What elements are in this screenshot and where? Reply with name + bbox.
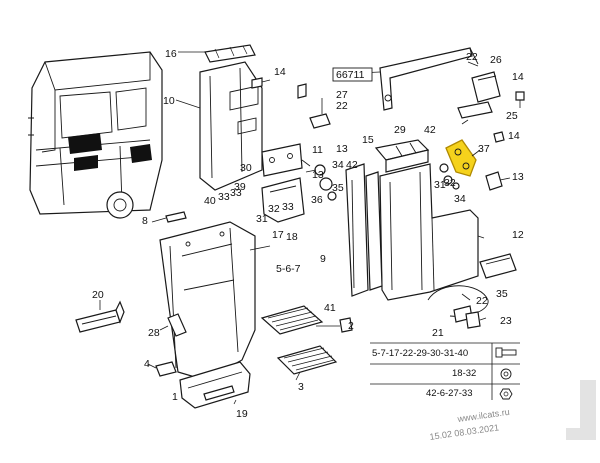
callout-13: 13 <box>312 169 324 181</box>
truck-cab-illustration <box>28 51 163 219</box>
bolt-13-right <box>485 171 511 191</box>
highlighted-bracket-37 <box>445 139 477 177</box>
clip-27-22 <box>309 98 331 129</box>
callout-26: 26 <box>490 54 502 66</box>
callout-37: 37 <box>478 143 490 155</box>
legend-row-1: 5-7-17-22-29-30-31-40 <box>372 348 468 359</box>
pad-35 <box>479 253 517 279</box>
callout-20: 20 <box>92 289 104 301</box>
callout-33: 33 <box>218 191 230 203</box>
hardware-31-32-33-34 <box>439 163 460 190</box>
callout-28: 28 <box>148 327 160 339</box>
washer-icon <box>500 368 512 380</box>
bracket-66711 <box>379 47 479 111</box>
watermark-source: www.ilcats.ru <box>456 407 510 424</box>
callout-5-6-7: 5-6-7 <box>276 263 301 275</box>
strip-9b <box>365 171 383 291</box>
bolt-14-left <box>251 77 271 89</box>
bracket-39-33 <box>261 177 305 223</box>
callout-19: 19 <box>236 408 248 420</box>
callout-14: 14 <box>508 130 520 142</box>
callout-66711: 66711 <box>336 69 365 81</box>
callout-13: 13 <box>512 171 524 183</box>
bolt-icon <box>495 347 517 358</box>
tread-plate-3 <box>276 345 338 375</box>
panel-12 <box>379 163 479 301</box>
callout-42: 42 <box>346 159 358 171</box>
legend-row-2: 18-32 <box>452 368 476 379</box>
callout-14: 14 <box>512 71 524 83</box>
callout-10: 10 <box>163 95 175 107</box>
callout-31: 31 <box>256 213 268 225</box>
callout-12: 12 <box>512 229 524 241</box>
callout-34: 34 <box>332 159 344 171</box>
callout-4: 4 <box>144 358 150 370</box>
callout-9: 9 <box>320 253 326 265</box>
callout-15: 15 <box>362 134 374 146</box>
callout-14: 14 <box>274 66 286 78</box>
part-28 <box>167 313 187 337</box>
watermark-date: 15.02 08.03.2021 <box>429 422 500 442</box>
callout-11: 11 <box>312 144 323 156</box>
plate-25 <box>457 101 493 119</box>
nut-icon <box>499 388 513 400</box>
callout-23: 23 <box>500 315 512 327</box>
part-10-side-panel <box>199 44 263 191</box>
nut-23 <box>465 311 481 329</box>
block-26 <box>471 71 501 103</box>
bracket-11 <box>261 143 303 177</box>
callout-30: 30 <box>240 162 252 174</box>
bracket-20 <box>75 300 125 333</box>
callout-2: 2 <box>348 320 354 332</box>
strip-19 <box>203 385 235 401</box>
callout-36: 36 <box>311 194 323 206</box>
callout-17: 17 <box>272 229 284 241</box>
callout-32: 32 <box>268 203 280 215</box>
clip-4 <box>147 361 177 377</box>
callout-31: 31 <box>434 179 446 191</box>
callout-41: 41 <box>324 302 336 314</box>
callout-42: 42 <box>424 124 436 136</box>
callout-33: 33 <box>230 187 242 199</box>
callout-22: 22 <box>476 295 488 307</box>
legend-row-3: 42-6-27-33 <box>426 388 472 399</box>
bolt-14-right <box>515 91 525 108</box>
callout-40: 40 <box>204 195 216 207</box>
callout-13: 13 <box>336 143 348 155</box>
watermark-logo <box>566 380 596 440</box>
callout-21: 21 <box>432 327 444 339</box>
callout-39: 39 <box>234 181 246 193</box>
callout-18: 18 <box>286 231 298 243</box>
callout-27: 27 <box>336 89 348 101</box>
callout-66711-box: 66711 <box>332 67 373 82</box>
part-8 <box>165 211 187 223</box>
callout-35: 35 <box>332 182 344 194</box>
callout-33: 33 <box>282 201 294 213</box>
callout-25: 25 <box>506 110 518 122</box>
step-housing-17 <box>159 221 256 381</box>
callout-34: 34 <box>454 193 466 205</box>
hardware-34-35-36 <box>305 164 337 201</box>
strip-42-9 <box>345 163 369 297</box>
tread-plate-6-7 <box>260 305 324 335</box>
callout-22: 22 <box>336 100 348 112</box>
callout-labels: 16 14 10 27 22 66711 22 26 14 25 14 29 4… <box>92 48 524 420</box>
bolt-14-lower <box>493 131 505 143</box>
callout-1: 1 <box>172 391 178 403</box>
clip-left-small <box>297 83 307 99</box>
lower-housing-1 <box>179 361 251 409</box>
callout-8: 8 <box>142 215 148 227</box>
cover-15 <box>374 139 430 173</box>
callout-22: 22 <box>466 51 478 63</box>
callout-16: 16 <box>165 48 177 60</box>
callout-32: 32 <box>444 177 456 189</box>
callout-29: 29 <box>394 124 406 136</box>
callout-3: 3 <box>298 381 304 393</box>
fastener-legend: 5-7-17-22-29-30-31-40 18-32 42-6-27-33 <box>370 342 520 400</box>
callout-35: 35 <box>496 288 508 300</box>
part-2 <box>339 317 353 333</box>
